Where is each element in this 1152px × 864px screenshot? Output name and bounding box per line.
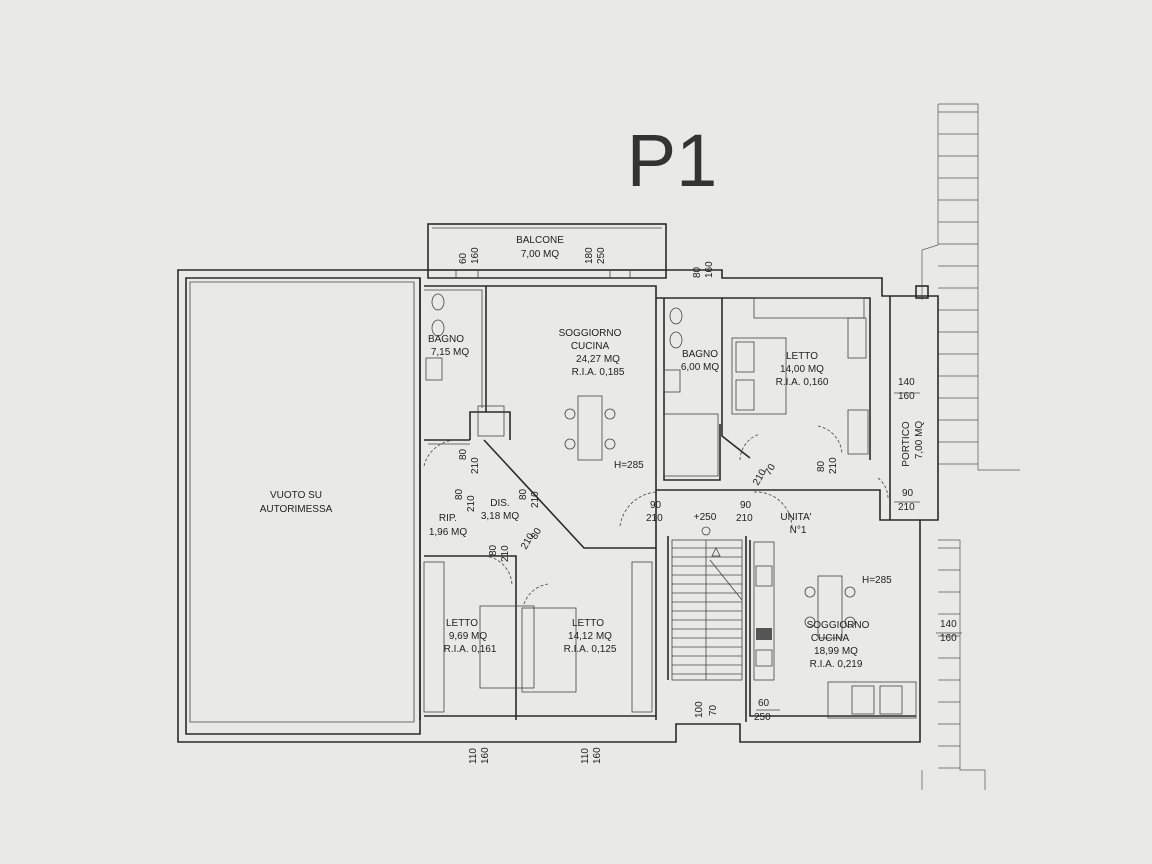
- dim-dis-door1-a: 80: [458, 448, 469, 460]
- height-h1: H=285: [614, 460, 644, 471]
- outer-walls: [177, 269, 939, 743]
- dim-sog2-win-b: 160: [940, 633, 957, 644]
- dim-rip-door-b: 210: [466, 495, 477, 512]
- letto-main-ria: R.I.A. 0,160: [776, 377, 829, 388]
- balcony-area: 7,00 MQ: [521, 249, 560, 260]
- vuoto-name: VUOTO SU: [270, 490, 322, 501]
- dim-entry2-b: 210: [736, 513, 753, 524]
- dim-dis-door2-b: 210: [530, 491, 541, 508]
- vuoto-name2: AUTORIMESSA: [260, 504, 333, 515]
- unit-label-line2: N°1: [790, 525, 807, 536]
- soggiorno1-name2: CUCINA: [571, 341, 610, 352]
- soggiorno1-name: SOGGIORNO: [559, 328, 622, 339]
- letto-mid-ria: R.I.A. 0,125: [564, 644, 617, 655]
- portico-area: 7,00 MQ: [914, 421, 925, 460]
- dim-bagno2-door-a: 70: [763, 462, 778, 478]
- dim-bal-d: 250: [596, 247, 607, 264]
- dim-bal-c: 180: [584, 247, 595, 264]
- soggiorno2-name2: CUCINA: [811, 633, 850, 644]
- balcony-name: BALCONE: [516, 235, 564, 246]
- dim-bot2-b: 160: [592, 747, 603, 764]
- dim-letto-win-b: 160: [898, 391, 915, 402]
- soggiorno2-ria: R.I.A. 0,219: [810, 659, 863, 670]
- height-h2: H=285: [862, 575, 892, 586]
- dis-area: 3,18 MQ: [481, 511, 520, 522]
- rip-area: 1,96 MQ: [429, 527, 468, 538]
- dim-letto-door-b: 210: [828, 457, 839, 474]
- dim-bot2-a: 110: [580, 748, 591, 764]
- dim-stair-d: 250: [754, 712, 771, 723]
- dim-portico-door-a: 90: [902, 488, 914, 499]
- dim-dis-door2-a: 80: [518, 488, 529, 500]
- brick-wall: [921, 103, 1020, 790]
- dim-letto-door-a: 80: [816, 460, 827, 472]
- bagno1-area: 7,15 MQ: [431, 347, 470, 358]
- dim-top-r-a: 80: [692, 266, 703, 278]
- dim-portico-door-b: 210: [898, 502, 915, 513]
- dim-dis-door4-a: 80: [529, 526, 544, 542]
- bagno2-area: 6,00 MQ: [681, 362, 720, 373]
- soggiorno1-area: 24,27 MQ: [576, 354, 620, 365]
- dim-letto-win-a: 140: [898, 377, 915, 388]
- level-mark: +250: [694, 512, 717, 523]
- soggiorno2-name: SOGGIORNO: [807, 620, 870, 631]
- plan-title: P1: [627, 119, 718, 202]
- dim-rip-door-a: 80: [454, 488, 465, 500]
- dim-bot1-a: 110: [468, 748, 479, 764]
- dim-entry-a: 90: [650, 500, 662, 511]
- room-labels: BAGNO 7,15 MQ SOGGIORNO CUCINA 24,27 MQ …: [260, 328, 925, 670]
- dim-dis-door1-b: 210: [470, 457, 481, 474]
- dim-stair-b: 70: [708, 704, 719, 716]
- furniture: [423, 285, 929, 719]
- door-swings: [423, 425, 889, 605]
- dim-dis-door3-a: 80: [488, 544, 499, 556]
- dimension-ticks: [455, 270, 962, 711]
- dim-dis-door3-b: 210: [500, 545, 511, 562]
- staircase: [671, 526, 743, 681]
- dis-name: DIS.: [490, 498, 509, 509]
- letto-main-name: LETTO: [786, 351, 818, 362]
- dim-bal-a: 60: [458, 252, 469, 264]
- letto-mid-area: 14,12 MQ: [568, 631, 612, 642]
- dimension-labels: 60 160 180 250 80 160 140 160 80 210 80 …: [454, 247, 957, 764]
- balcony: BALCONE 7,00 MQ: [427, 223, 667, 271]
- dim-sog2-win-a: 140: [940, 619, 957, 630]
- portico-name: PORTICO: [901, 421, 912, 467]
- dim-bal-b: 160: [470, 247, 481, 264]
- bagno2-name: BAGNO: [682, 349, 718, 360]
- unit-label-line1: UNITA': [780, 512, 811, 523]
- soggiorno1-ria: R.I.A. 0,185: [572, 367, 625, 378]
- dim-top-r-b: 160: [704, 261, 715, 278]
- dim-stair-a: 100: [694, 701, 705, 718]
- dim-entry2-a: 90: [740, 500, 752, 511]
- letto-small-ria: R.I.A. 0,161: [444, 644, 497, 655]
- letto-mid-name: LETTO: [572, 618, 604, 629]
- letto-main-area: 14,00 MQ: [780, 364, 824, 375]
- dim-stair-c: 60: [758, 698, 770, 709]
- interior-walls: [419, 278, 920, 722]
- soggiorno2-area: 18,99 MQ: [814, 646, 858, 657]
- dim-bot1-b: 160: [480, 747, 491, 764]
- letto-small-name: LETTO: [446, 618, 478, 629]
- bagno1-name: BAGNO: [428, 334, 464, 345]
- rip-name: RIP.: [439, 513, 457, 524]
- dim-entry-b: 210: [646, 513, 663, 524]
- letto-small-area: 9,69 MQ: [449, 631, 488, 642]
